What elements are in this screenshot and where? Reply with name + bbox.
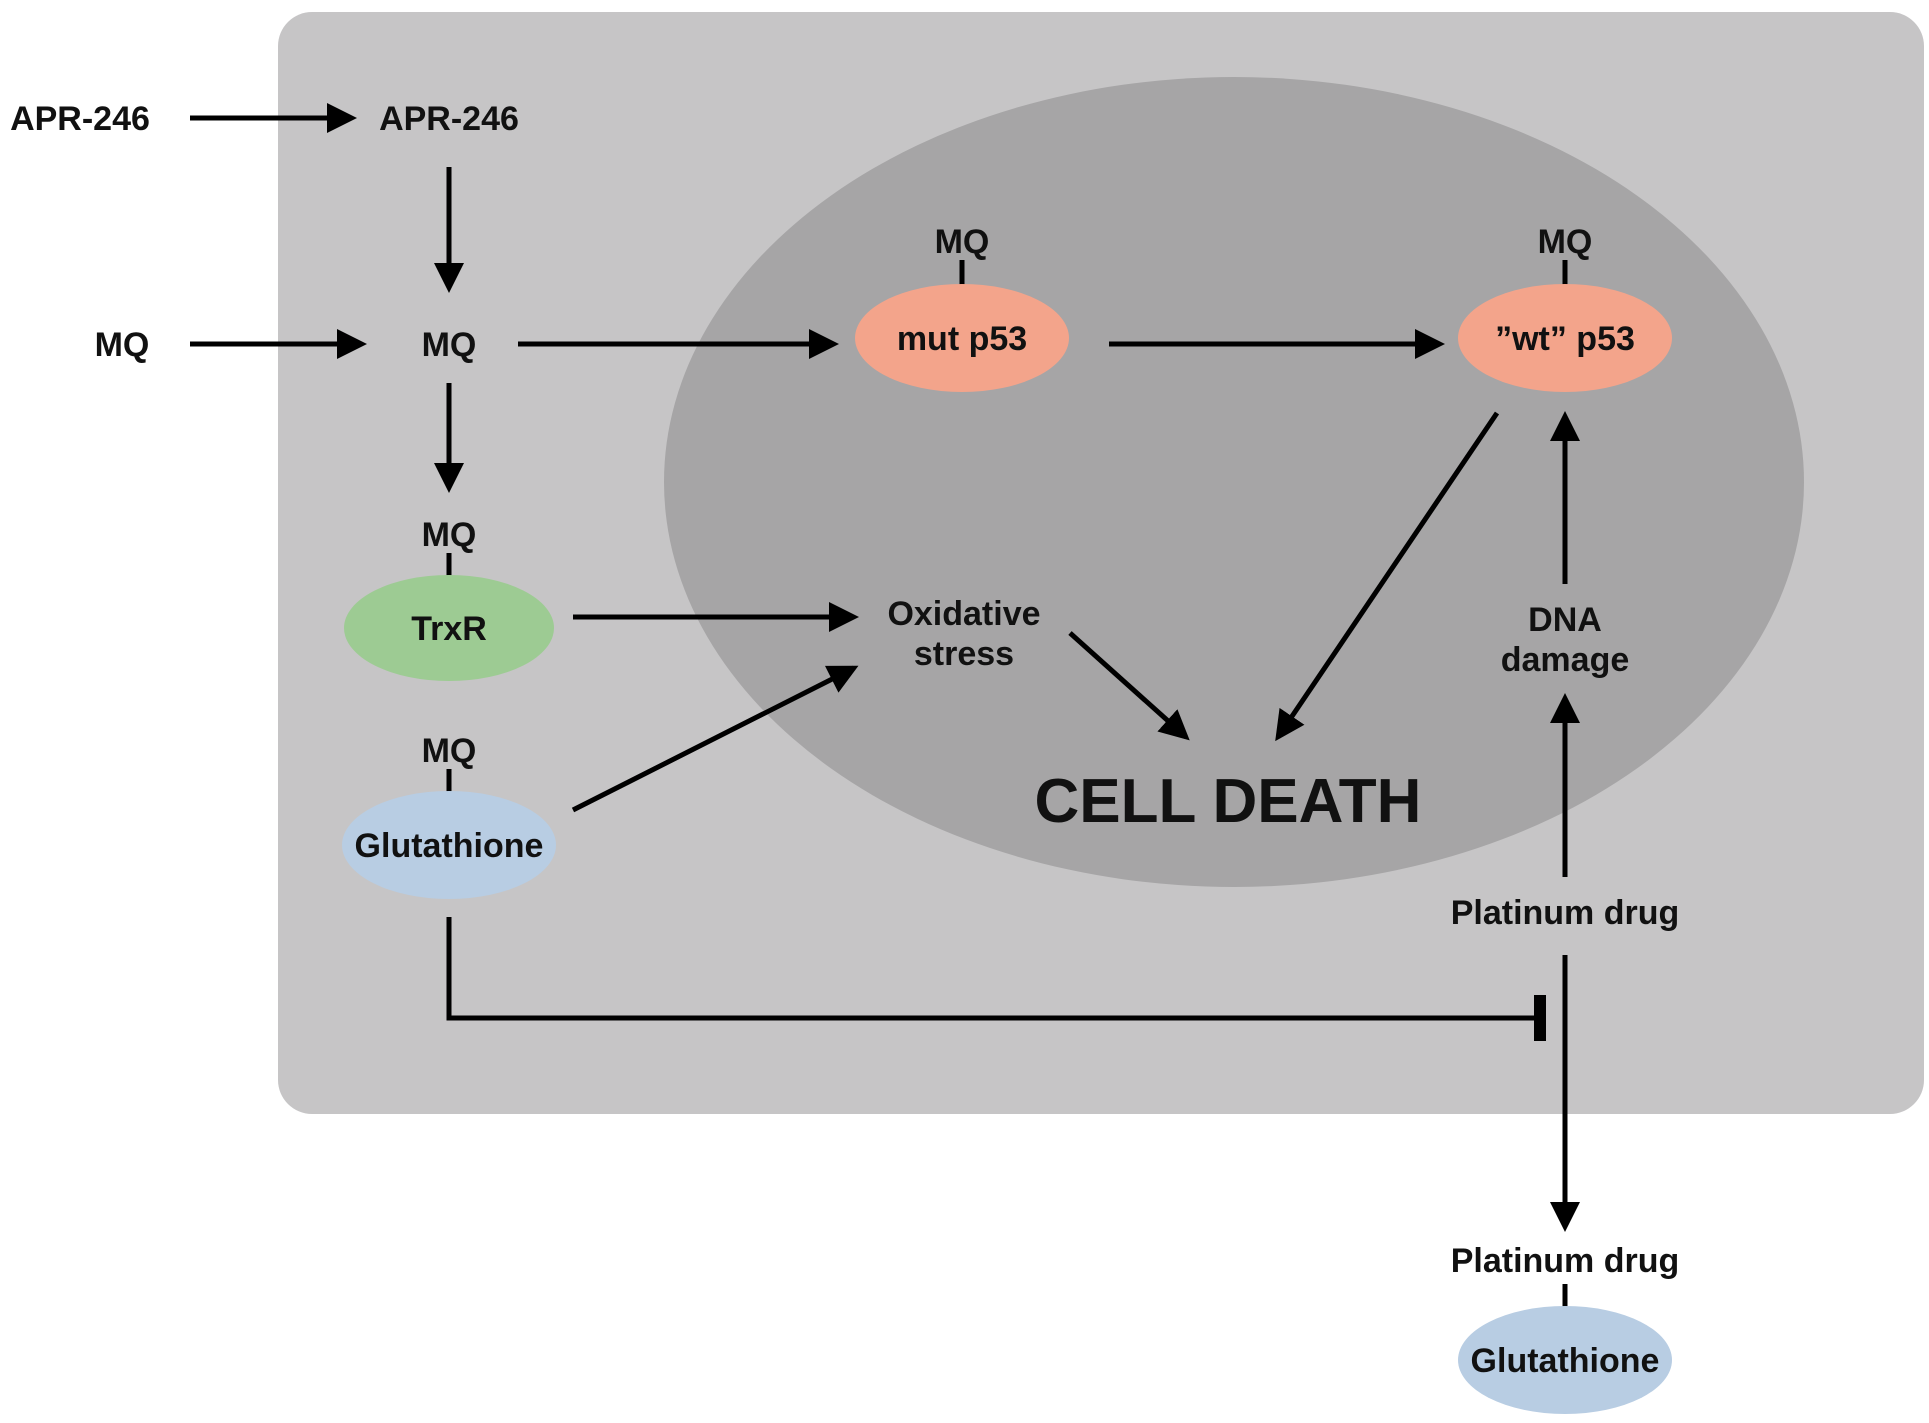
glutathione-node-inside bbox=[342, 791, 556, 899]
nucleus bbox=[664, 77, 1804, 887]
mq-trxr-label: MQ bbox=[422, 516, 477, 554]
mq-mut-p53-label: MQ bbox=[935, 223, 990, 261]
dna-damage-label-line1: DNA bbox=[1528, 601, 1602, 639]
mq-inside-label: MQ bbox=[422, 326, 477, 364]
glutathione-outside-label: Glutathione bbox=[1471, 1342, 1660, 1380]
trxr-label: TrxR bbox=[411, 610, 487, 648]
wt-p53-label: ”wt” p53 bbox=[1495, 320, 1635, 358]
trxr-node bbox=[344, 575, 554, 681]
mq-glutathione-label: MQ bbox=[422, 732, 477, 770]
glutathione-node-outside bbox=[1458, 1306, 1672, 1414]
cell-death-label: CELL DEATH bbox=[1035, 767, 1422, 836]
mq-wt-p53-label: MQ bbox=[1538, 223, 1593, 261]
oxidative-stress-label-line2: stress bbox=[914, 635, 1014, 673]
arrow-glutathione-to-oxidative-stress bbox=[571, 665, 859, 813]
oxidative-stress-label-line1: Oxidative bbox=[887, 595, 1040, 633]
apr246-inside-label: APR-246 bbox=[379, 100, 519, 138]
arrow-oxidative-stress-to-cell-death bbox=[1068, 631, 1190, 741]
arrow-wt-p53-to-cell-death bbox=[1275, 411, 1500, 742]
glutathione-inside-label: Glutathione bbox=[355, 827, 544, 865]
mut-p53-node bbox=[855, 284, 1069, 392]
dna-damage-label-line2: damage bbox=[1501, 641, 1630, 679]
platinum-drug-inside-label: Platinum drug bbox=[1451, 894, 1680, 932]
mq-outside-label: MQ bbox=[95, 326, 150, 364]
inhibition-line-glutathione bbox=[446, 917, 1540, 1021]
wt-p53-node bbox=[1458, 284, 1672, 392]
platinum-drug-outside-label: Platinum drug bbox=[1451, 1242, 1680, 1280]
apr246-outside-label: APR-246 bbox=[10, 100, 150, 138]
mut-p53-label: mut p53 bbox=[897, 320, 1027, 358]
